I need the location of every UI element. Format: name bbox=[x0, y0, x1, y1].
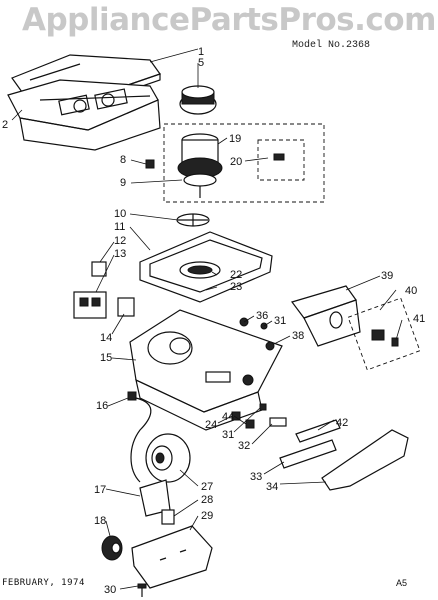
page-code: A5 bbox=[396, 578, 408, 588]
callout-36: 36 bbox=[256, 310, 268, 322]
callout-41: 41 bbox=[413, 313, 425, 325]
callout-31b: 31 bbox=[222, 429, 234, 441]
part-brush-holder bbox=[257, 139, 305, 181]
callout-32: 32 bbox=[238, 440, 250, 452]
part-38 bbox=[265, 341, 275, 351]
part-cord-reel bbox=[145, 433, 191, 483]
part-plug bbox=[145, 159, 155, 169]
part-wheel bbox=[101, 535, 123, 561]
part-switch-plate bbox=[91, 261, 107, 277]
part-filter-cup bbox=[179, 85, 217, 115]
callout-38: 38 bbox=[292, 330, 304, 342]
part-cord bbox=[127, 391, 152, 483]
part-latch-box bbox=[347, 297, 421, 371]
callout-31: 31 bbox=[274, 315, 286, 327]
model-number-label: Model No.2368 bbox=[292, 40, 371, 51]
part-handle-bar bbox=[279, 439, 337, 469]
part-switch-assembly bbox=[73, 291, 135, 319]
callout-labels: 1 5 2 19 20 8 9 10 11 12 13 22 23 39 40 … bbox=[2, 46, 425, 596]
callout-18: 18 bbox=[94, 515, 106, 527]
part-32 bbox=[269, 417, 287, 427]
part-44 bbox=[245, 419, 255, 429]
part-screw bbox=[137, 583, 147, 597]
callout-42: 42 bbox=[336, 417, 348, 429]
leader-lines bbox=[11, 48, 403, 590]
callout-12: 12 bbox=[114, 235, 126, 247]
motor-assembly-outline bbox=[163, 123, 325, 203]
callout-23: 23 bbox=[230, 281, 242, 293]
part-31b bbox=[259, 403, 267, 411]
footer-date: FEBRUARY, 1974 bbox=[2, 578, 85, 588]
callout-1: 2 bbox=[2, 119, 8, 131]
part-fan bbox=[176, 213, 210, 227]
part-motor bbox=[177, 133, 223, 198]
callout-17: 17 bbox=[94, 484, 106, 496]
watermark: AppliancePartsPros.com bbox=[22, 2, 436, 38]
part-side-bracket bbox=[291, 285, 361, 347]
callout-24: 24 bbox=[205, 419, 217, 431]
callout-10: 10 bbox=[114, 208, 126, 220]
callout-14: 14 bbox=[100, 332, 112, 344]
callout-29: 29 bbox=[201, 510, 213, 522]
callout-8: 8 bbox=[120, 154, 126, 166]
callout-15: 15 bbox=[100, 352, 112, 364]
part-28 bbox=[161, 509, 175, 525]
callout-16: 16 bbox=[96, 400, 108, 412]
callout-5: 5 bbox=[198, 57, 204, 69]
callout-39: 39 bbox=[381, 270, 393, 282]
callout-9: 9 bbox=[120, 177, 126, 189]
callout-30: 30 bbox=[104, 584, 116, 596]
part-bumper bbox=[321, 429, 409, 491]
callout-34: 34 bbox=[266, 481, 278, 493]
callout-44: 44 bbox=[222, 411, 234, 423]
part-latch bbox=[295, 419, 341, 443]
part-base-housing bbox=[129, 309, 283, 431]
callout-11: 11 bbox=[114, 221, 125, 233]
callout-13: 13 bbox=[114, 248, 126, 260]
callout-20: 20 bbox=[230, 156, 242, 168]
part-gasket-frame bbox=[139, 231, 273, 303]
callout-33: 33 bbox=[250, 471, 262, 483]
callout-22: 22 bbox=[230, 269, 242, 281]
callout-40: 40 bbox=[405, 285, 417, 297]
callout-27: 27 bbox=[201, 481, 213, 493]
part-housing-top bbox=[7, 79, 161, 151]
callout-28: 28 bbox=[201, 494, 213, 506]
callout-2: 1 bbox=[198, 46, 204, 58]
callout-19: 19 bbox=[229, 133, 241, 145]
part-bottom-plate bbox=[131, 525, 213, 589]
